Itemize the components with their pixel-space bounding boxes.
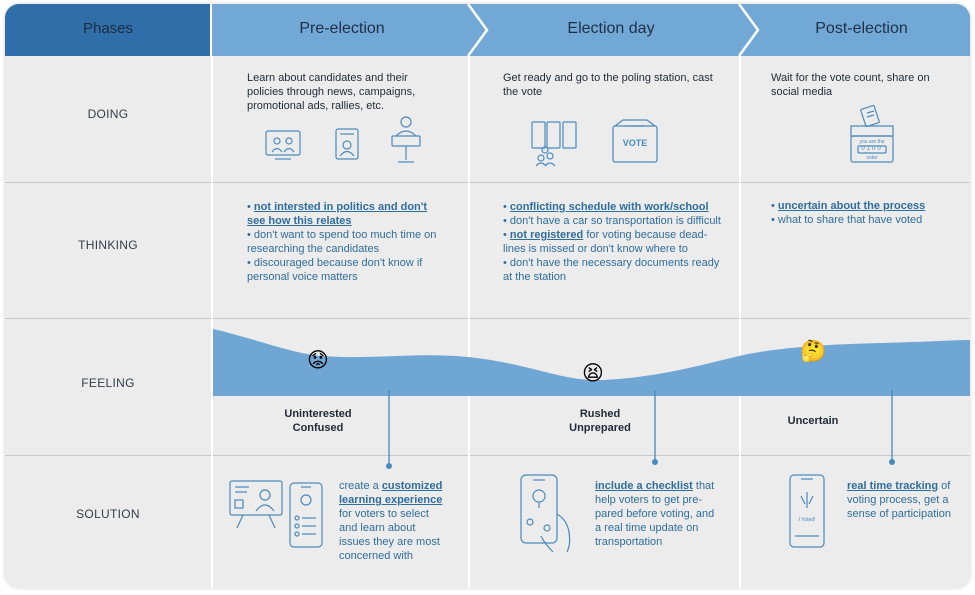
thinking-emphasis: not registered (509, 229, 584, 241)
feeling-pre-label-1: Uninterested (284, 408, 352, 420)
bullet: • (247, 229, 254, 241)
thinking-pre-list: • not intersted in politics and don't se… (247, 200, 442, 284)
thinking-item: • not registered for voting because dead… (503, 228, 721, 256)
bullet: • (503, 257, 510, 269)
doing-post-text: Wait for the vote count, share on social… (771, 72, 930, 98)
emoji-worried: 😟 (307, 349, 329, 372)
emoji-tired: 😫 (582, 362, 604, 385)
solution-post-text: real time tracking of voting process, ge… (847, 479, 957, 521)
solution-day-text: include a checklist that help voters to … (595, 479, 720, 549)
feeling-day-label-1: Rushed (579, 408, 621, 420)
column-divider (468, 56, 470, 588)
phase-post-election: Post-election (815, 20, 908, 37)
counter-bottom-text: voter (866, 155, 878, 161)
row-label-thinking: THINKING (78, 238, 138, 252)
solution-text: create a (339, 480, 382, 492)
row-label-feeling: FEELING (81, 376, 135, 390)
thinking-item: • uncertain about the process (771, 199, 956, 213)
voting-booth-icon (531, 121, 577, 167)
thinking-item: • don't have a car so transportation is … (503, 214, 721, 228)
solution-pre-text: create a customized learning experience … (339, 479, 449, 563)
column-divider (211, 56, 213, 588)
row-label-doing: DOING (87, 107, 129, 121)
phases-header: Phases (82, 20, 134, 37)
doing-pre-text: Learn about candidates and their policie… (247, 72, 416, 112)
thinking-day-list: • conflicting schedule with work/school•… (503, 200, 721, 284)
vote-counter-box-icon (850, 104, 894, 163)
row-label-solution: SOLUTION (76, 507, 140, 521)
header-band (5, 4, 970, 57)
connector-day (652, 390, 658, 465)
bullet: • (247, 257, 254, 269)
thinking-item: • discouraged because don't know if pers… (247, 256, 442, 284)
journey-map-board: Phases Pre-election Election day Post-el… (5, 4, 970, 588)
phase-election-day: Election day (567, 20, 655, 37)
thinking-item: • not intersted in politics and don't se… (247, 200, 442, 228)
solution-emphasis: real time tracking (847, 480, 939, 492)
thinking-emphasis: not intersted in politics and don't see … (247, 201, 428, 227)
phase-pre-election: Pre-election (299, 20, 385, 37)
feeling-post-label: Uncertain (787, 415, 839, 427)
thinking-text: don't want to spend too much time on res… (247, 229, 437, 255)
podium-speaker-icon (391, 116, 421, 163)
phone-checklist-icon (289, 482, 323, 548)
counter-digits: 0100 (861, 146, 883, 152)
flyer-icon (335, 128, 359, 160)
vote-box-label: VOTE (622, 138, 648, 148)
thinking-item: • what to share that have voted (771, 213, 956, 227)
thinking-text: don't have the necessary documents ready… (503, 257, 720, 283)
easel-board-icon (229, 480, 283, 529)
feeling-curve (213, 329, 970, 396)
connector-post (889, 390, 895, 465)
thinking-item: • don't want to spend too much time on r… (247, 228, 442, 256)
thinking-item: • don't have the necessary documents rea… (503, 256, 721, 284)
solution-text: that help voters to get pre-pared before… (595, 480, 715, 548)
emoji-thinking: 🤔 (800, 340, 827, 363)
connector-pre (386, 390, 392, 469)
row-divider (5, 455, 970, 456)
solution-text: for voters to select and learn about iss… (339, 508, 440, 562)
solution-emphasis: customized learning experience (339, 480, 443, 506)
bullet: • (503, 229, 510, 241)
phone-progress-icon (789, 474, 825, 548)
thinking-emphasis: conflicting schedule with work/school (509, 201, 709, 213)
ballot-box-icon (612, 119, 658, 163)
thinking-text: discouraged because don't know if person… (247, 257, 423, 283)
thinking-item: • conflicting schedule with work/school (503, 200, 721, 214)
thinking-text: don't have a car so transportation is di… (509, 215, 721, 227)
bullet: • (771, 200, 778, 212)
solution-text: of voting process, get a sense of partic… (847, 480, 951, 520)
bullet: • (771, 214, 778, 226)
thinking-text: for voting because dead-lines is missed … (503, 229, 708, 255)
thinking-text: what to share that have voted (777, 214, 923, 226)
bullet: • (503, 215, 510, 227)
phone-map-hand-icon (520, 474, 571, 553)
column-divider (739, 56, 741, 588)
solution-emphasis: include a checklist (595, 480, 693, 492)
feeling-pre-label-2: Confused (292, 422, 344, 434)
row-divider (5, 182, 970, 183)
feeling-day-label-2: Unprepared (569, 422, 631, 434)
row-divider (5, 318, 970, 319)
bullet: • (503, 201, 510, 213)
tv-debate-icon (265, 130, 301, 160)
phone-voted-text: I Voted! (798, 517, 816, 523)
bullet: • (247, 201, 254, 213)
thinking-post-list: • uncertain about the process• what to s… (771, 199, 956, 227)
thinking-emphasis: uncertain about the process (777, 200, 926, 212)
doing-day-text: Get ready and go to the poling station, … (503, 72, 713, 98)
counter-top-text: you are the (859, 139, 885, 145)
